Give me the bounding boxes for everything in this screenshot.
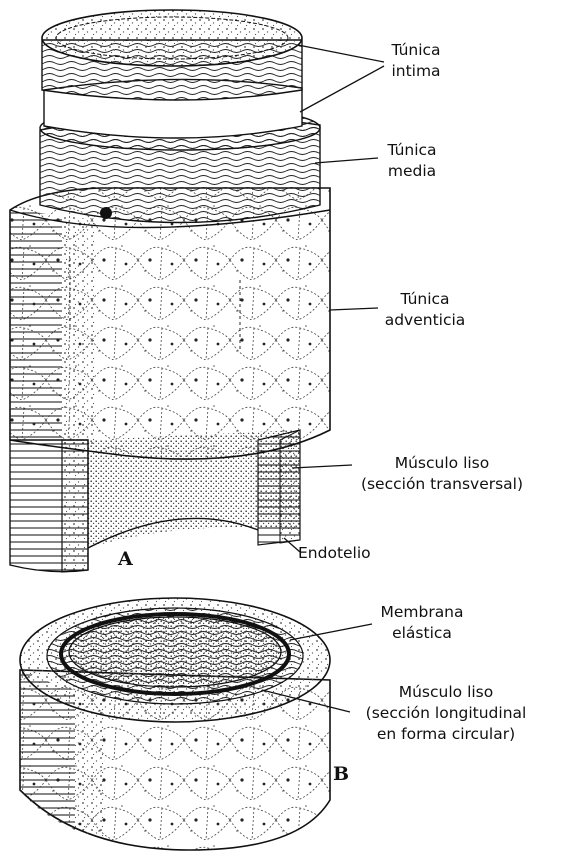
lumen-opening [42, 10, 302, 66]
label-musculo-liso-transversal: Músculo liso (sección transversal) [352, 453, 532, 495]
label-musculo-liso-longitudinal: Músculo liso (sección longitudinal en fo… [346, 682, 546, 745]
label-membrana-elastica: Membrana elástica [372, 602, 472, 644]
figure-letter-a: A [118, 548, 133, 570]
vessel-a [10, 10, 330, 572]
label-endotelio: Endotelio [298, 543, 371, 564]
vessel-b-lumen [69, 617, 281, 687]
label-tunica-adventicia: Túnica adventicia [370, 289, 480, 331]
dark-cell-marker [100, 207, 112, 219]
figure-letter-b: B [333, 763, 349, 785]
vessel-b [20, 598, 330, 850]
label-tunica-media: Túnica media [362, 140, 462, 182]
leader-musculo-transversal [292, 465, 352, 468]
label-tunica-intima: Túnica intima [366, 40, 466, 82]
